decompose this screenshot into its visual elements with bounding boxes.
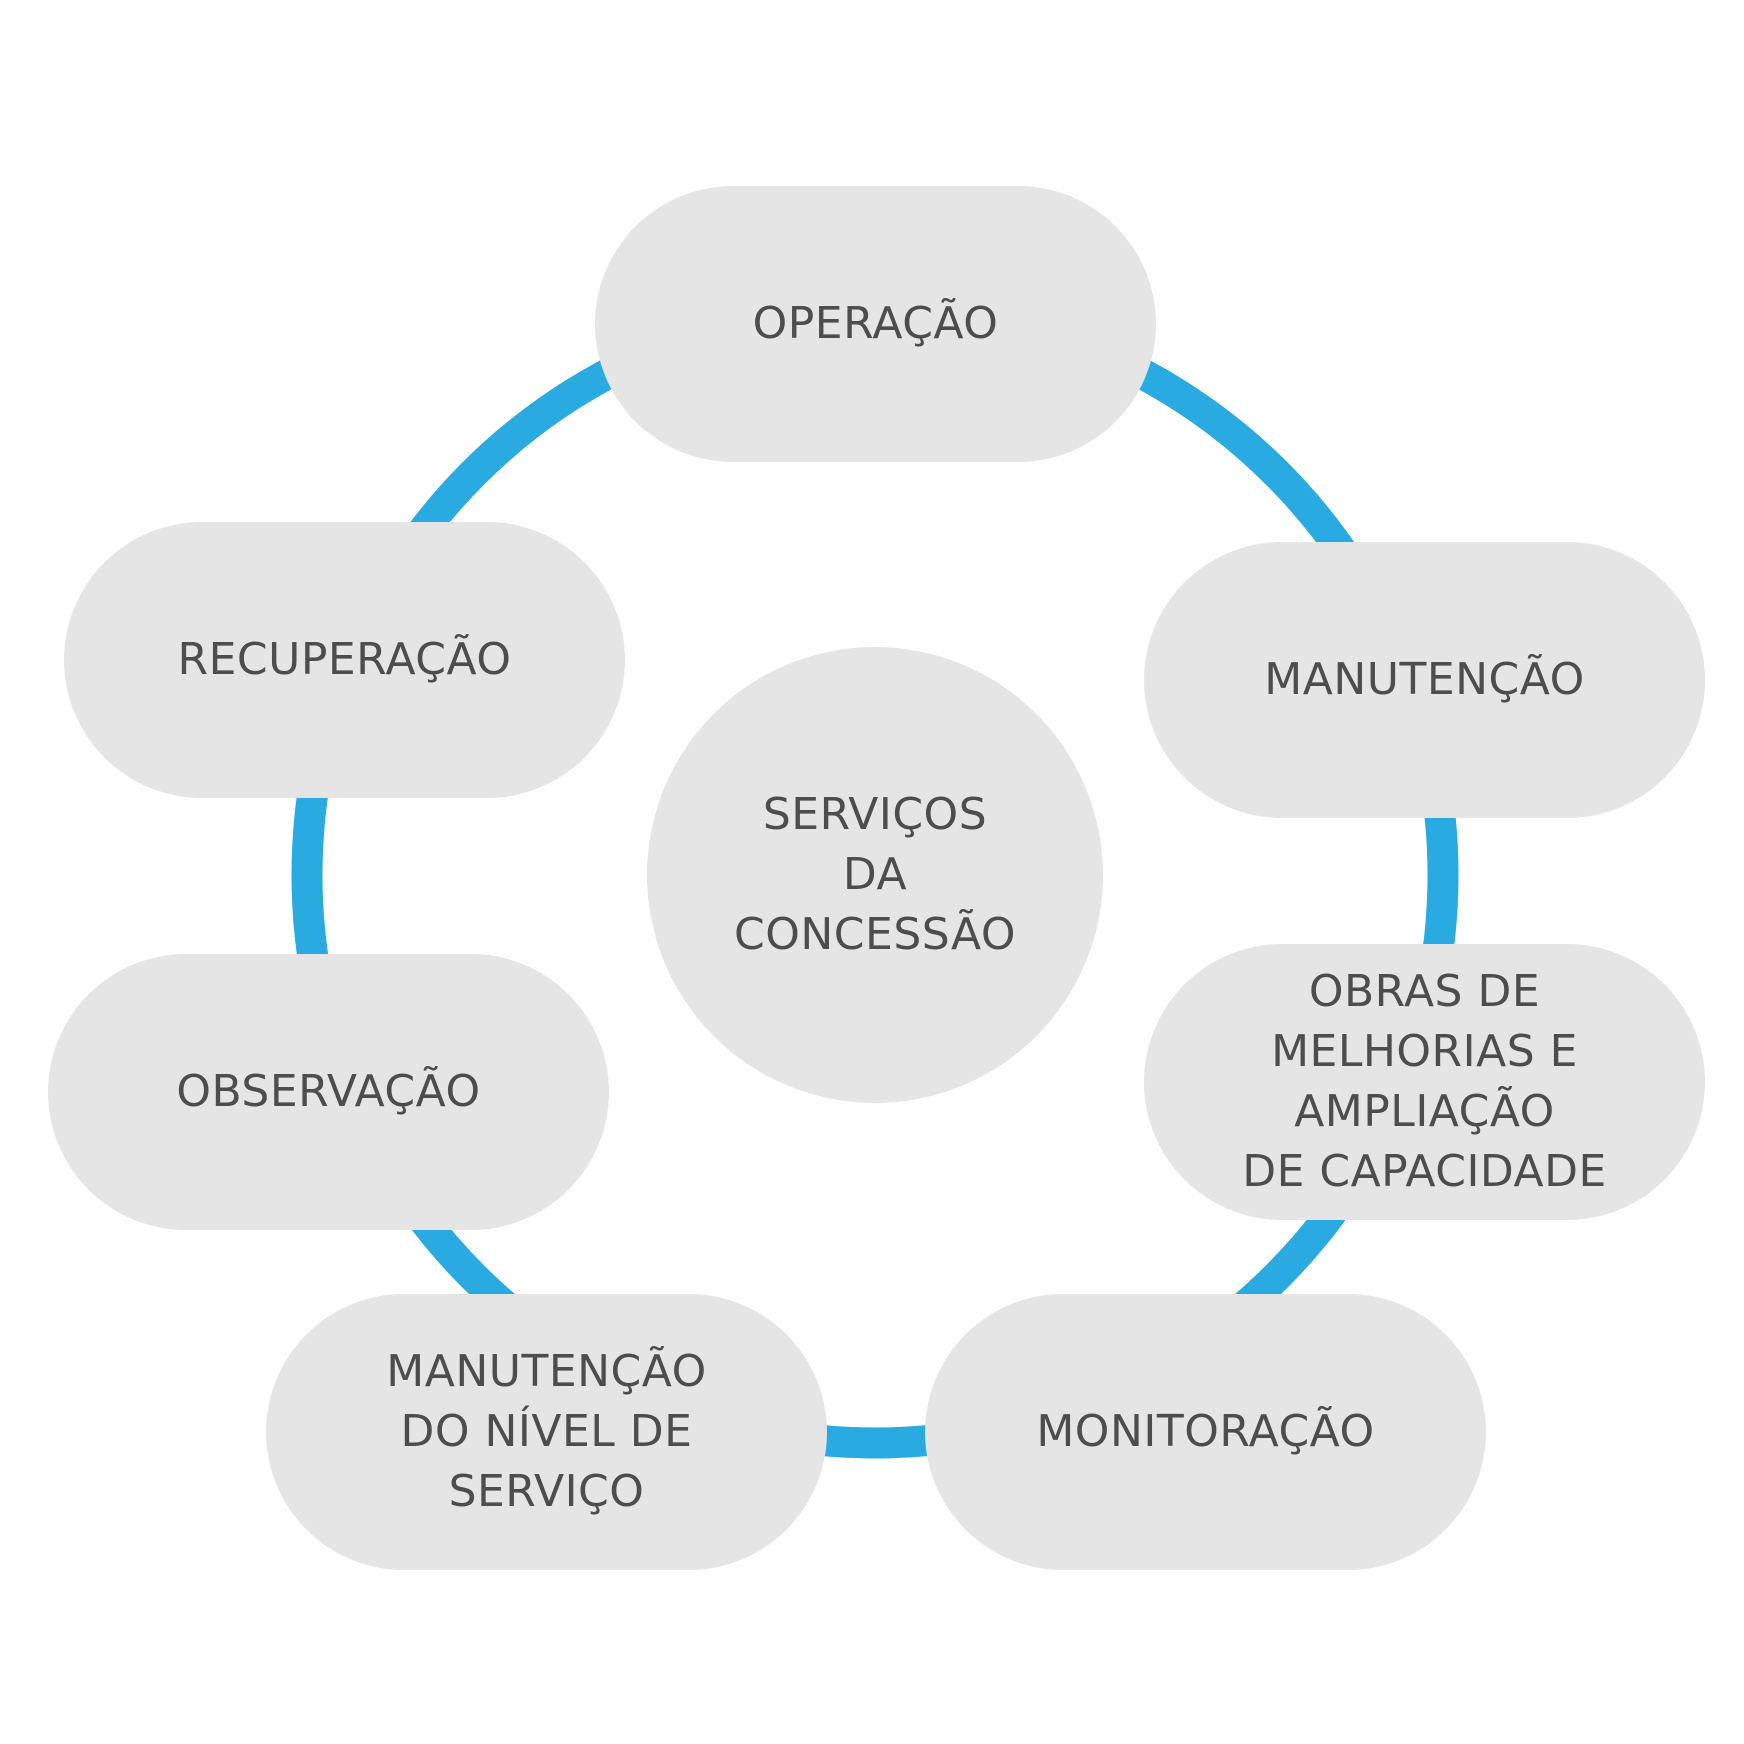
node-label: DE CAPACIDADE	[1242, 1146, 1607, 1197]
node-observacao: OBSERVAÇÃO	[48, 954, 609, 1230]
node-monitoracao: MONITORAÇÃO	[925, 1294, 1486, 1570]
center-line: DA	[842, 849, 908, 900]
node-manutencao: MANUTENÇÃO	[1144, 542, 1705, 818]
center-line: CONCESSÃO	[734, 909, 1016, 960]
node-recuperacao: RECUPERAÇÃO	[64, 522, 625, 798]
node-label: OBSERVAÇÃO	[176, 1066, 481, 1117]
node-label: MANUTENÇÃO	[386, 1346, 707, 1397]
node-label: RECUPERAÇÃO	[177, 634, 512, 685]
node-label: OPERAÇÃO	[752, 298, 999, 349]
node-label: DO NÍVEL DE	[400, 1406, 693, 1457]
node-label: MELHORIAS E	[1271, 1026, 1578, 1077]
center-node-servicos-da-concessao: SERVIÇOS DA CONCESSÃO	[647, 647, 1103, 1103]
node-manutencao-nivel-servico: MANUTENÇÃO DO NÍVEL DE SERVIÇO	[266, 1294, 827, 1570]
node-operacao: OPERAÇÃO	[595, 186, 1156, 462]
node-obras-de-melhorias: OBRAS DE MELHORIAS E AMPLIAÇÃO DE CAPACI…	[1144, 944, 1705, 1220]
node-label: OBRAS DE	[1308, 966, 1541, 1017]
node-label: SERVIÇO	[448, 1466, 645, 1517]
node-label: MANUTENÇÃO	[1264, 654, 1585, 705]
center-line: SERVIÇOS	[762, 789, 988, 840]
node-label: MONITORAÇÃO	[1036, 1406, 1375, 1457]
node-label: AMPLIAÇÃO	[1294, 1086, 1555, 1137]
